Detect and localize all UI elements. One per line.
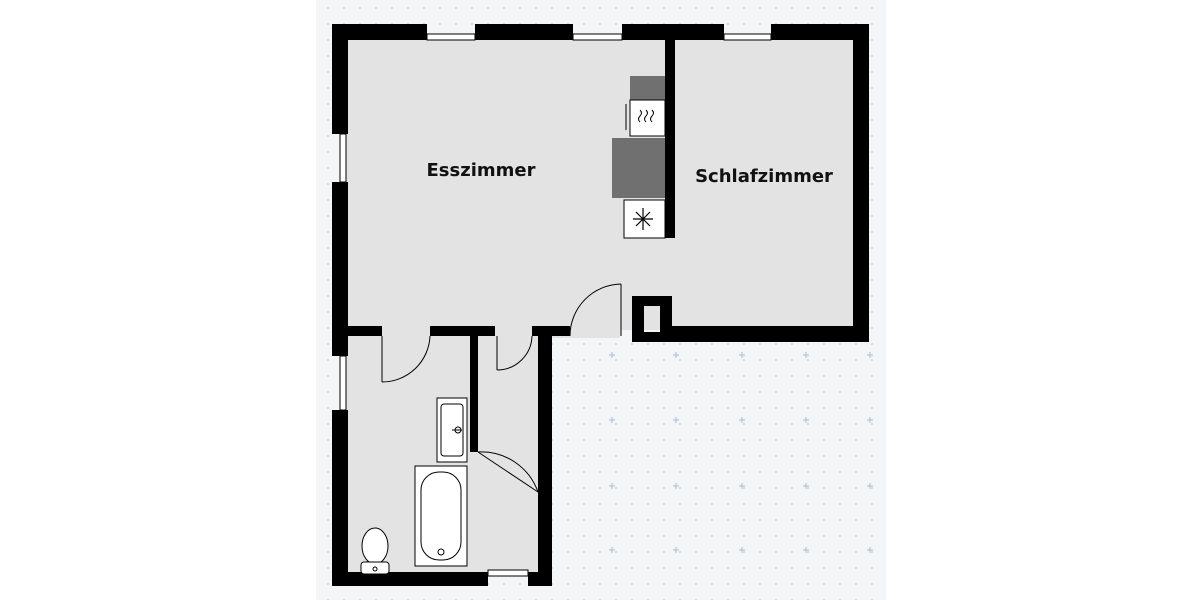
- kitchen-counter-top: [630, 76, 665, 100]
- grid-cross: [867, 417, 873, 423]
- grid-cross: [867, 352, 873, 358]
- grid-cross: [673, 547, 679, 553]
- dishwasher: [629, 99, 666, 137]
- sink: [436, 397, 468, 463]
- grid-cross: [673, 417, 679, 423]
- floor-schlafzimmer: [670, 38, 858, 330]
- dishwasher-icon: [638, 109, 654, 123]
- kitchen-counter-middle: [612, 138, 665, 198]
- grid-cross: [867, 483, 873, 489]
- grid-cross: [803, 547, 809, 553]
- window: [426, 33, 476, 41]
- snowflake-icon: [633, 208, 653, 230]
- floor-areas: [345, 38, 858, 575]
- window: [487, 569, 529, 577]
- grid-cross: [867, 547, 873, 553]
- window: [339, 355, 347, 411]
- bathtub: [414, 465, 468, 567]
- grid-cross: [609, 547, 615, 553]
- windows: [339, 33, 772, 577]
- grid-crosses: [609, 352, 873, 553]
- grid-cross: [803, 483, 809, 489]
- walls: [332, 24, 869, 586]
- floor-passage: [540, 330, 620, 338]
- grid-cross: [673, 483, 679, 489]
- grid-cross: [609, 483, 615, 489]
- room-label-schlafzimmer: Schlafzimmer: [695, 166, 833, 187]
- window: [723, 33, 772, 41]
- kitchen: [612, 76, 666, 239]
- floor-hallway: [475, 330, 540, 575]
- grid-cross: [739, 417, 745, 423]
- doors: [381, 283, 622, 493]
- bathroom-fixtures: [360, 397, 468, 575]
- grid-cross: [739, 547, 745, 553]
- window: [339, 133, 347, 183]
- window: [572, 33, 623, 41]
- grid-cross: [739, 352, 745, 358]
- grid-cross: [803, 352, 809, 358]
- grid-cross: [803, 417, 809, 423]
- grid-cross: [673, 352, 679, 358]
- toilet: [360, 527, 390, 575]
- room-label-esszimmer: Esszimmer: [427, 160, 536, 181]
- grid-cross: [609, 352, 615, 358]
- grid-cross: [609, 417, 615, 423]
- grid-cross: [739, 483, 745, 489]
